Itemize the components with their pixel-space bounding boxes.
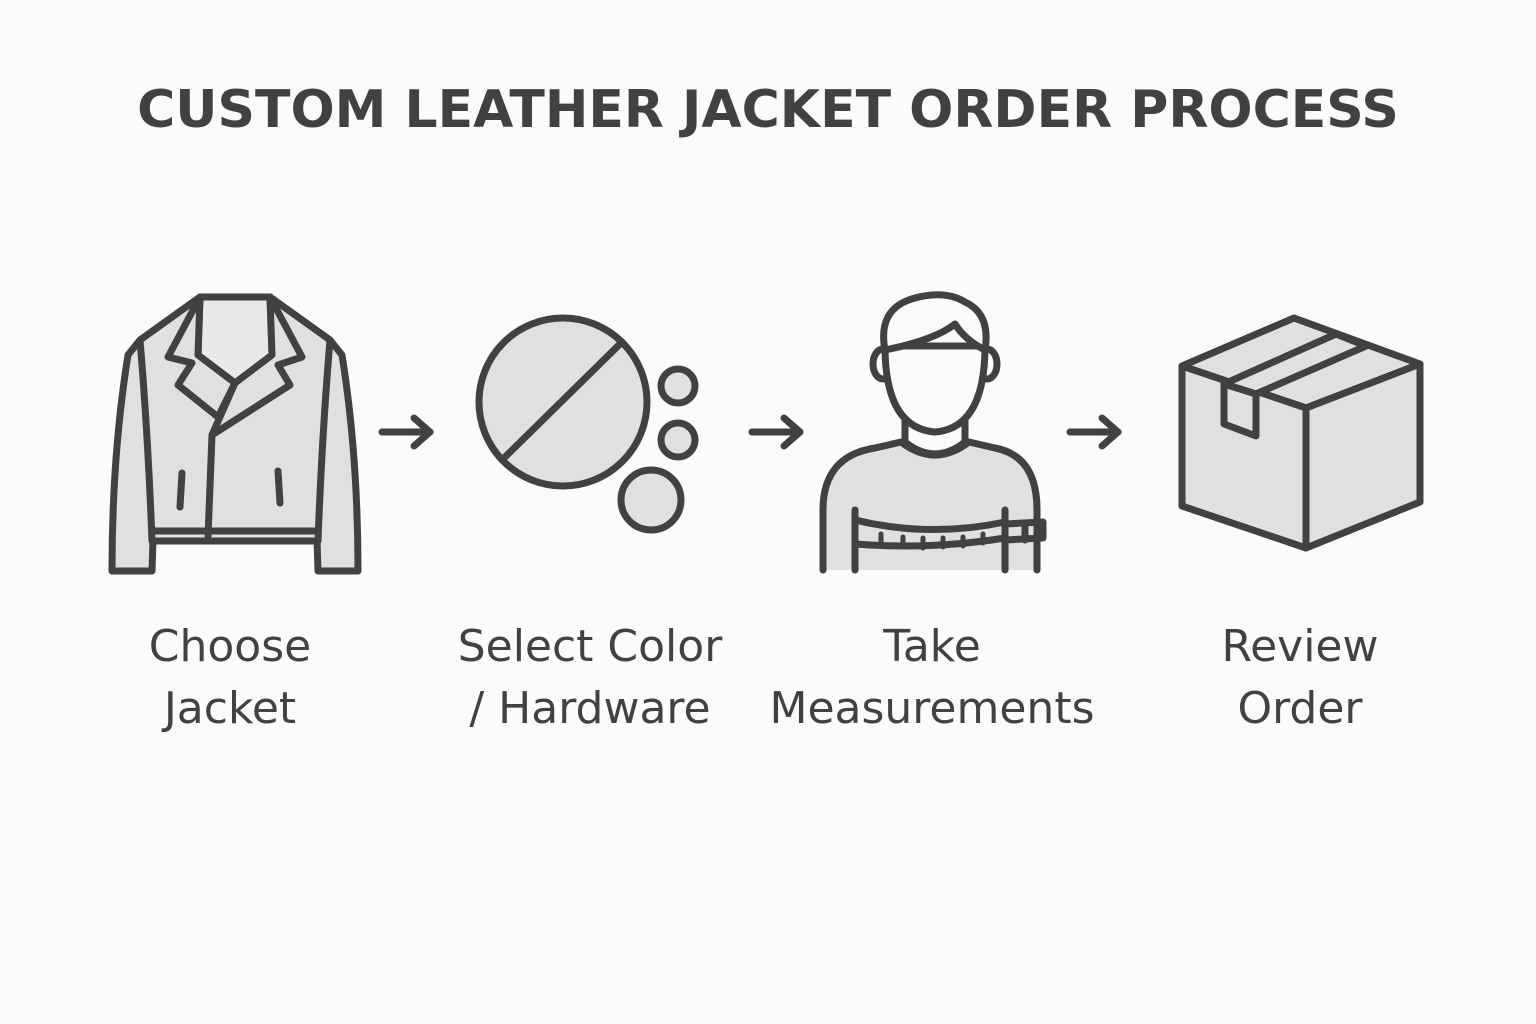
measurement-person-icon — [815, 288, 1065, 578]
step-label-review-order: Review Order — [1120, 616, 1480, 740]
arrow-right-icon — [378, 412, 438, 456]
step-label-line: Take — [883, 621, 981, 672]
box-icon — [1176, 312, 1428, 556]
arrow-right-icon — [748, 412, 808, 456]
step-label-line: Review — [1221, 621, 1379, 672]
step-label-take-measurements: Take Measurements — [752, 616, 1112, 740]
step-label-line: Jacket — [163, 683, 297, 734]
arrow-right-icon — [1066, 412, 1126, 456]
step-label-select-color: Select Color / Hardware — [410, 616, 770, 740]
step-label-line: Measurements — [769, 683, 1095, 734]
jacket-icon — [100, 285, 370, 585]
step-label-line: Choose — [148, 621, 312, 672]
color-hardware-icon — [470, 310, 710, 540]
step-label-line: Order — [1237, 683, 1363, 734]
step-label-line: Select Color — [457, 621, 723, 672]
step-label-choose-jacket: Choose Jacket — [50, 616, 410, 740]
step-label-line: / Hardware — [469, 683, 711, 734]
page-title: CUSTOM LEATHER JACKET ORDER PROCESS — [137, 80, 1399, 140]
